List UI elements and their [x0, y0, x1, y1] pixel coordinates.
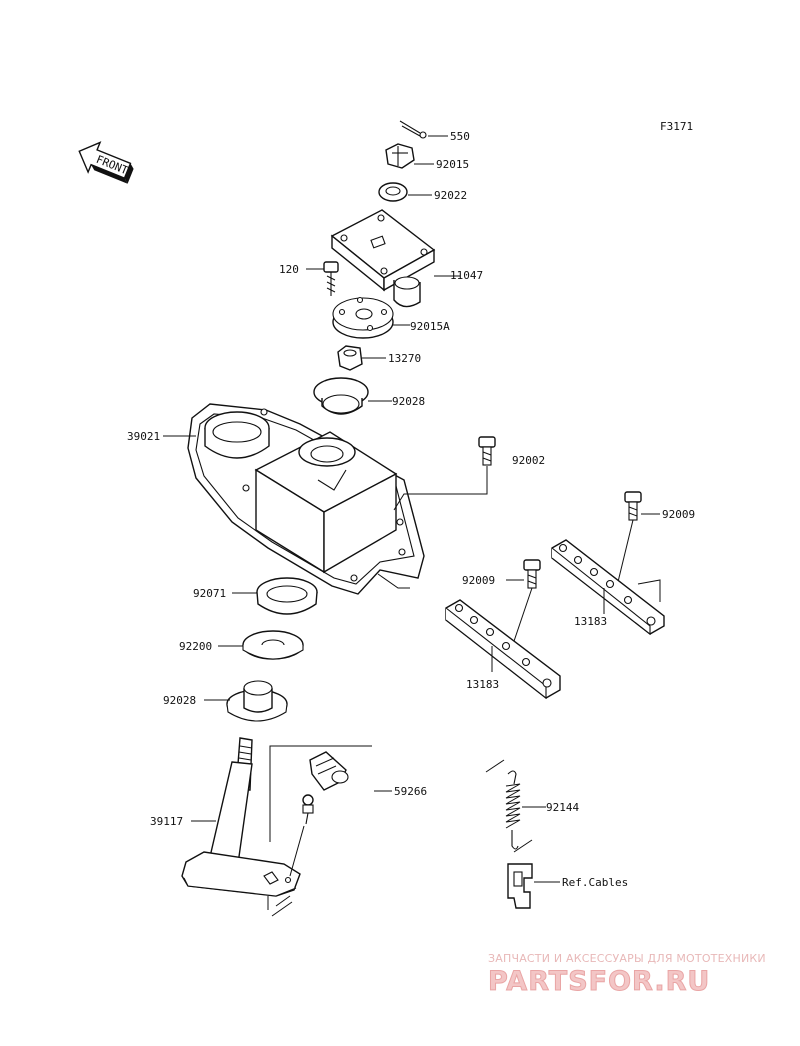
part-550	[399, 120, 427, 139]
part-92022	[378, 182, 408, 202]
callout-92028-upper: 92028	[392, 395, 425, 408]
part-92009-left	[510, 559, 541, 651]
watermark-tagline: ЗАПЧАСТИ И АКСЕССУАРЫ ДЛЯ МОТОТЕХНИКИ	[488, 952, 766, 965]
callout-92015: 92015	[436, 158, 469, 171]
callout-92009-left: 92009	[462, 574, 495, 587]
callout-120: 120	[279, 263, 299, 276]
part-92009-right	[616, 491, 642, 587]
part-92015a	[332, 296, 394, 339]
callout-92002: 92002	[512, 454, 545, 467]
part-59266	[269, 745, 372, 877]
callout-92144: 92144	[546, 801, 579, 814]
part-92144	[485, 759, 533, 853]
callout-59266: 59266	[394, 785, 427, 798]
part-39117	[181, 737, 301, 917]
callout-39021: 39021	[127, 430, 160, 443]
part-13270	[337, 345, 363, 371]
diagram-code: F3171	[660, 120, 693, 133]
callout-13183-left: 13183	[466, 678, 499, 691]
callout-11047: 11047	[450, 269, 483, 282]
part-13183-right	[551, 539, 665, 636]
part-11047	[330, 209, 436, 308]
part-92002	[393, 436, 496, 511]
callout-92022: 92022	[434, 189, 467, 202]
part-92015	[385, 143, 415, 169]
callout-39117: 39117	[150, 815, 183, 828]
part-92028-upper	[313, 377, 369, 415]
part-92200	[242, 630, 304, 660]
part-ref-cables	[507, 863, 533, 909]
watermark-logo: PARTSFOR.RU	[488, 966, 711, 998]
callout-550: 550	[450, 130, 470, 143]
callout-ref-cables: Ref.Cables	[562, 876, 628, 889]
front-arrow-icon: FRONT	[78, 141, 134, 184]
callout-92028-lower: 92028	[163, 694, 196, 707]
callout-92071: 92071	[193, 587, 226, 600]
callout-13183-right: 13183	[574, 615, 607, 628]
part-92071	[256, 577, 318, 615]
callout-92200: 92200	[179, 640, 212, 653]
part-120	[323, 261, 339, 296]
part-13183-left	[445, 599, 561, 700]
part-92028-lower	[226, 680, 288, 722]
callout-92015a: 92015A	[410, 320, 450, 333]
part-39021	[187, 403, 425, 595]
callout-13270: 13270	[388, 352, 421, 365]
callout-92009-right: 92009	[662, 508, 695, 521]
